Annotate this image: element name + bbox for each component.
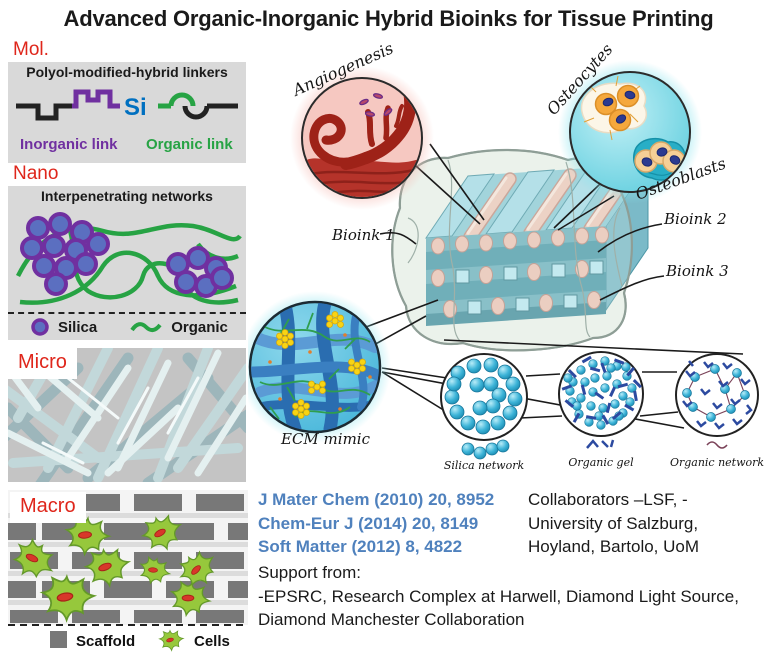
nano-legend-organic: Organic — [171, 318, 228, 336]
silica-legend-icon — [31, 318, 49, 336]
organic-gel-label: Organic gel — [568, 456, 634, 469]
scale-label-mol: Mol. — [13, 39, 49, 60]
bioink3-pointer — [599, 275, 665, 301]
interpenetrating-network-drawing — [15, 212, 242, 305]
micro-panel: Micro — [0, 343, 264, 494]
organic-gel-inset: Organic gel — [558, 351, 644, 469]
support-line-1: Support from: — [258, 563, 361, 582]
bioink3-label: Bioink 3 — [665, 262, 729, 280]
organic-network-inset: Organic network — [670, 353, 764, 469]
collaborators-line-3: Hoyland, Bartolo, UoM — [528, 537, 700, 556]
scale-label-nano: Nano — [13, 163, 59, 184]
fiber-scaffold-image — [0, 343, 264, 494]
collaborators-block: Collaborators –LSF, - University of Salz… — [528, 488, 699, 559]
scale-label-micro: Micro — [8, 348, 77, 379]
ecm-mimic-inset: ECM mimic — [248, 291, 391, 448]
macro-panel: Scaffold Cells Macro — [0, 490, 268, 655]
angiogenesis-inset: Angiogenesis — [288, 38, 434, 210]
collaborators-line-1: Collaborators –LSF, - — [528, 490, 688, 509]
reference-1: J Mater Chem (2010) 20, 8952 — [258, 490, 495, 509]
organic-rods — [561, 355, 642, 425]
macro-legend-cells: Cells — [194, 633, 230, 650]
nano-panel-title: Interpenetrating networks — [41, 188, 213, 204]
organic-link-label: Organic link — [146, 136, 233, 153]
si-symbol: Si — [124, 94, 147, 121]
collaborators-line-2: University of Salzburg, — [528, 513, 699, 533]
mol-panel: Polyol-modified-hybrid linkers Si Inorga… — [8, 62, 246, 163]
growth-factor-clusters — [276, 311, 366, 419]
silica-network-inset: Silica network — [440, 353, 528, 472]
organic-network-icon — [706, 441, 728, 449]
bioink2-label: Bioink 2 — [663, 210, 727, 228]
page-title: Advanced Organic-Inorganic Hybrid Bioink… — [63, 6, 714, 31]
ecm-mimic-label: ECM mimic — [280, 430, 371, 448]
macro-legend-scaffold: Scaffold — [76, 633, 135, 650]
silica-network-icon — [461, 439, 510, 460]
inorganic-link-label: Inorganic link — [20, 136, 118, 153]
reference-2: Chem-Eur J (2014) 20, 8149 — [258, 513, 479, 533]
organic-network-label: Organic network — [670, 456, 764, 469]
organic-legend-icon — [130, 322, 162, 332]
bioprinting-illustration: Angiogenesis — [248, 38, 764, 472]
mol-panel-title: Polyol-modified-hybrid linkers — [26, 64, 228, 80]
silica-network-label: Silica network — [444, 459, 525, 472]
callout-lines — [365, 143, 744, 429]
bioink1-label: Bioink 1 — [331, 226, 395, 244]
nano-legend-silica: Silica — [58, 318, 98, 336]
support-block: Support from: -EPSRC, Research Complex a… — [258, 561, 739, 632]
organic-gel-icon — [586, 439, 615, 449]
reference-3: Soft Matter (2012) 8, 4822 — [258, 537, 463, 556]
linker-diagram-icon: Si — [16, 89, 238, 121]
crosslinker-chevrons — [682, 360, 753, 430]
support-line-2: -EPSRC, Research Complex at Harwell, Dia… — [258, 586, 739, 606]
nano-legend: Silica Organic — [8, 312, 246, 340]
reference-list: J Mater Chem (2010) 20, 8952 Chem-Eur J … — [258, 488, 494, 559]
scale-label-macro: Macro — [10, 492, 86, 523]
support-line-3: Diamond Manchester Collaboration — [258, 610, 525, 629]
bioink1-pointer — [379, 231, 417, 245]
scaffold-legend-icon — [50, 631, 67, 648]
bioink2-pointer — [597, 223, 663, 253]
nano-panel: Interpenetrating networks Silica — [8, 186, 246, 340]
